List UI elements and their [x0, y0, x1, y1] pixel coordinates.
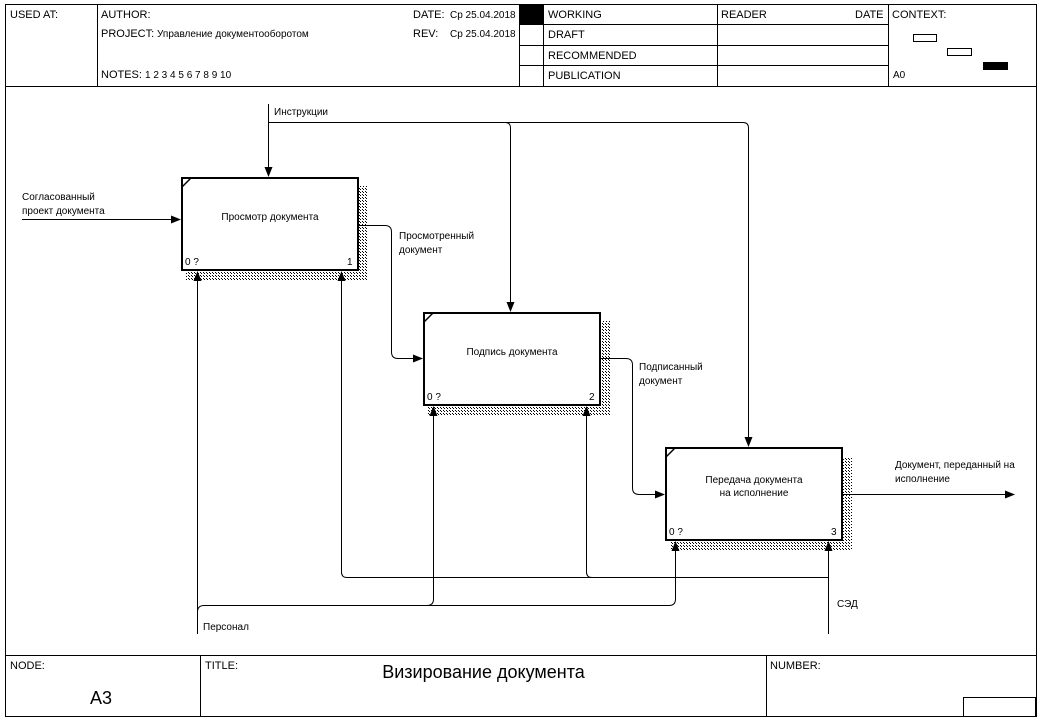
label-instructions: Инструкции	[274, 107, 329, 118]
date-label: DATE:	[413, 9, 445, 21]
node-label: NODE:	[10, 660, 45, 672]
author-label: AUTHOR:	[101, 9, 151, 21]
arrow-personnel	[193, 271, 680, 634]
box-3-title-line2: на исполнение	[719, 488, 789, 499]
box-3-number: 3	[831, 527, 837, 538]
label-output-line1: Документ, переданный на	[895, 460, 1015, 471]
footer-grid	[5, 655, 1036, 717]
label-sed: СЭД	[837, 599, 858, 610]
project-label: PROJECT:	[101, 28, 155, 40]
used-at-label: USED AT:	[10, 9, 59, 21]
box-2-cost: 0 ?	[427, 392, 441, 403]
diagram-title: Визирование документа	[382, 662, 585, 682]
context-node: A0	[893, 70, 906, 81]
number-label: NUMBER:	[770, 660, 821, 672]
label-signed-line2: документ	[639, 376, 683, 387]
activity-box-3[interactable]	[665, 447, 843, 541]
box-2-number: 2	[589, 392, 595, 403]
notes-value: 1 2 3 4 5 6 7 8 9 10	[145, 70, 232, 81]
date-value: Ср 25.04.2018	[450, 10, 516, 21]
box-1-title: Просмотр документа	[221, 212, 319, 223]
box-3-cost: 0 ?	[669, 527, 683, 538]
label-signed-line1: Подписанный	[639, 362, 703, 373]
label-personnel: Персонал	[203, 622, 249, 633]
box-3-title-line1: Передача документа	[705, 475, 803, 486]
arrow-sed	[337, 271, 833, 634]
activity-box-1[interactable]	[181, 177, 359, 271]
status-publication: PUBLICATION	[548, 70, 621, 82]
activity-box-2[interactable]	[423, 312, 601, 406]
arrow-instructions	[264, 104, 753, 447]
node-value: A3	[90, 688, 113, 708]
reader-label: READER	[721, 9, 767, 21]
rev-value: Ср 25.04.2018	[450, 29, 516, 40]
box-2-title: Подпись документа	[466, 347, 558, 358]
rev-label: REV:	[413, 28, 439, 40]
notes-label: NOTES:	[101, 69, 142, 81]
title-label: TITLE:	[205, 660, 239, 672]
project-value: Управление документооборотом	[157, 29, 309, 40]
context-label: CONTEXT:	[892, 9, 947, 21]
label-input-line2: проект документа	[22, 206, 105, 217]
box-1-cost: 0 ?	[185, 257, 199, 268]
arrow-signed	[600, 358, 665, 499]
label-reviewed-line2: документ	[399, 245, 443, 256]
status-draft: DRAFT	[548, 29, 585, 41]
arrow-reviewed	[358, 225, 423, 363]
context-thumbnail	[913, 34, 1008, 70]
status-working: WORKING	[548, 9, 602, 21]
label-input-line1: Согласованный	[22, 192, 95, 203]
status-recommended: RECOMMENDED	[548, 50, 637, 62]
label-reviewed-line1: Просмотренный	[399, 231, 475, 242]
header-grid	[5, 4, 1036, 87]
reader-date-label: DATE	[855, 9, 884, 21]
box-1-number: 1	[347, 257, 353, 268]
label-output-line2: исполнение	[895, 474, 950, 485]
working-status-marker	[520, 5, 543, 24]
